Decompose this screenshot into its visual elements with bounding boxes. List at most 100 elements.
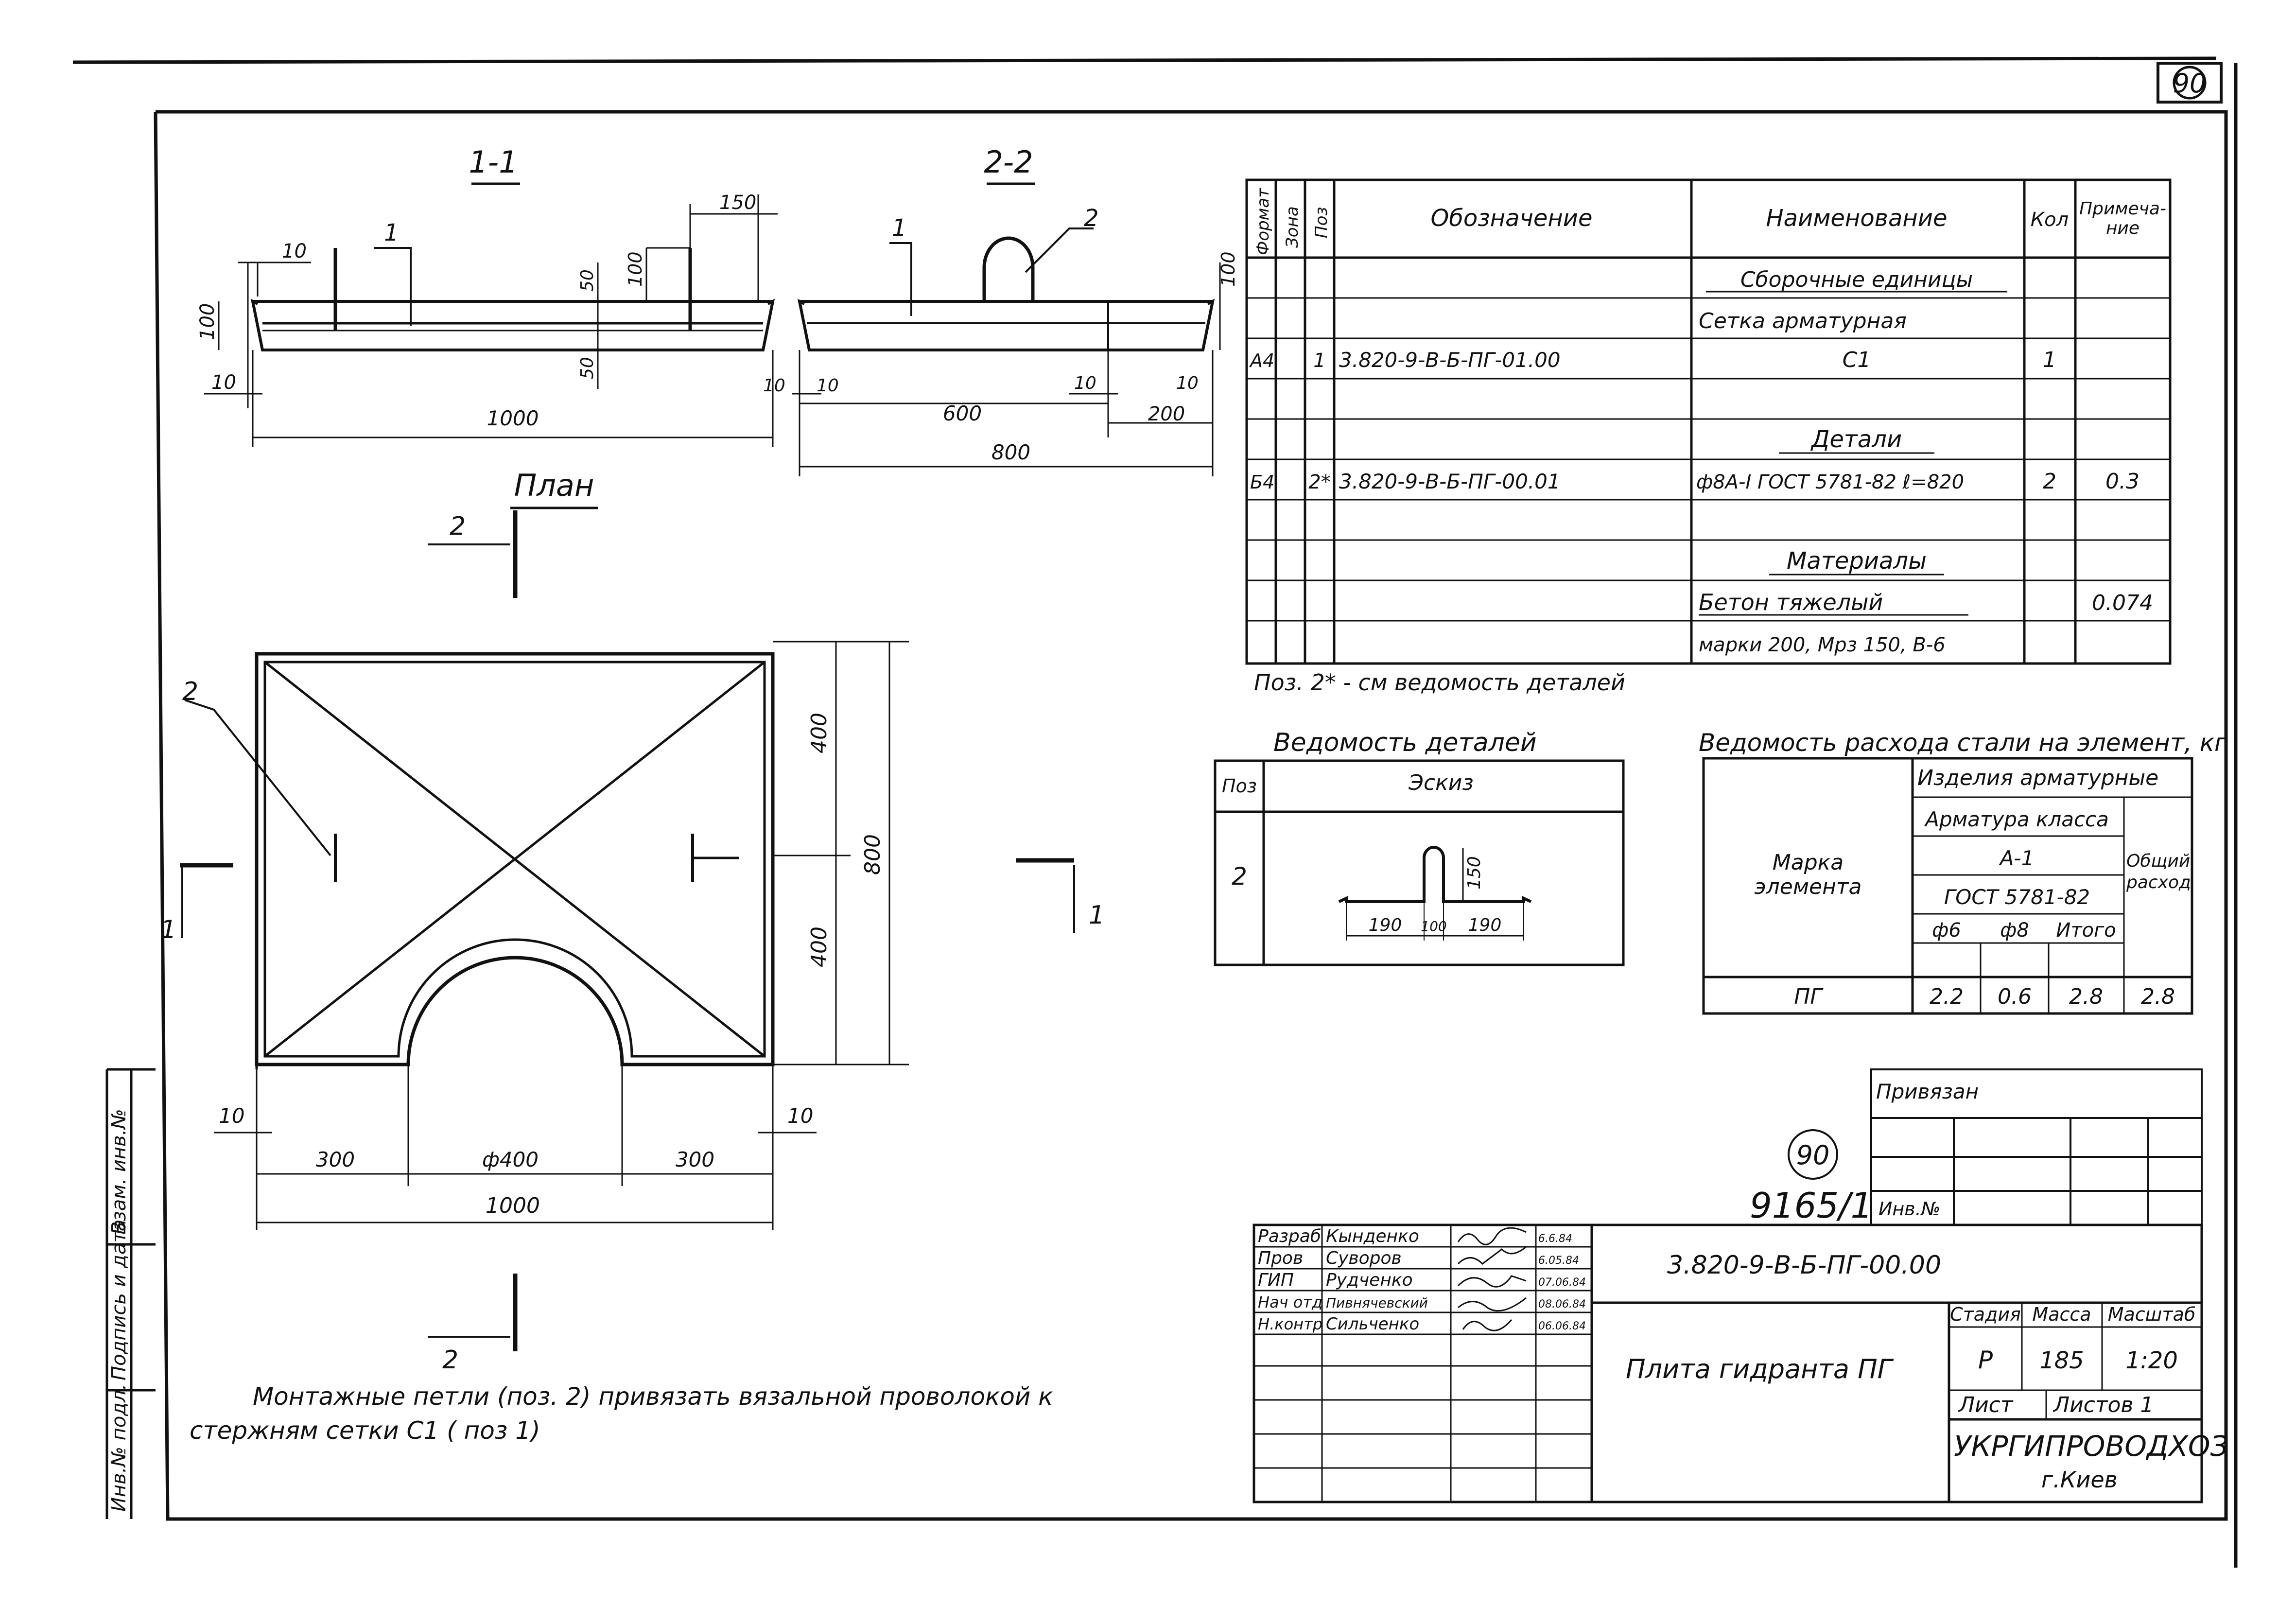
- spec-r8-name: Бетон тяжелый: [1699, 589, 1883, 615]
- s1-dim-10b: 10: [211, 371, 236, 394]
- steel-row-total: 2.8: [2069, 984, 2103, 1009]
- s2-pos1: 1: [892, 214, 907, 242]
- spec-r7-name: Материалы: [1787, 547, 1927, 575]
- spec-r4-name: Детали: [1810, 426, 1902, 453]
- section-1-1-title: 1-1: [469, 144, 518, 180]
- plan-dim-300a: 300: [316, 1148, 355, 1171]
- sheet-number-box: 90: [2157, 62, 2223, 104]
- plan-cut1-right: 1: [1089, 901, 1105, 930]
- steel-h-a1: А-1: [1999, 846, 2035, 870]
- s1-dim-100b: 100: [625, 251, 646, 287]
- plan-title: План: [514, 468, 594, 503]
- tb-h-mass: Масса: [2032, 1304, 2091, 1325]
- signer0-name: Кынденко: [1326, 1226, 1419, 1246]
- spec-r2-qty: 1: [2043, 348, 2056, 372]
- stamp-inv: Инв.№: [1879, 1198, 1940, 1220]
- details-title: Ведомость деталей: [1273, 728, 1537, 757]
- s2-pos2: 2: [1084, 205, 1099, 232]
- steel-h-class: Арматура класса: [1924, 807, 2109, 831]
- spec-r5-pos: 2*: [1308, 471, 1330, 493]
- steel-h-products: Изделия арматурные: [1917, 766, 2158, 790]
- signer2-name: Рудченко: [1326, 1270, 1413, 1290]
- plan-dim-800: 800: [860, 834, 885, 875]
- details-dim-150: 150: [1464, 856, 1484, 890]
- spec-r2-name: С1: [1843, 348, 1871, 372]
- s1-dim-1000: 1000: [487, 406, 539, 430]
- spec-r5-name: ф8А-I ГОСТ 5781-82 ℓ=820: [1696, 471, 1964, 493]
- steel-h-general: Общий расход: [2126, 851, 2190, 892]
- steel-h-total: Итого: [2056, 919, 2116, 942]
- steel-h-d8: ф8: [2000, 919, 2029, 942]
- s2-dim-10d: 10: [1176, 373, 1199, 393]
- sheet-frame: [72, 56, 2238, 1568]
- steel-h-mark: Марка элемента: [1754, 851, 1862, 899]
- spec-h-zone: Зона: [1283, 206, 1302, 248]
- tb-name: Плита гидранта ПГ: [1626, 1354, 1894, 1384]
- side-stamp: [105, 1068, 156, 1519]
- spec-r9-name: марки 200, Мрз 150, В-6: [1699, 634, 1946, 656]
- plan-cut2-bottom: 2: [442, 1345, 458, 1375]
- signer1-role: Пров: [1258, 1248, 1303, 1268]
- signer1-name: Суворов: [1326, 1248, 1402, 1268]
- section-1-1: 1-1 1 10 100 10 1000 150 100 50: [196, 144, 778, 447]
- details-dim-190b: 190: [1468, 915, 1502, 935]
- signer3-role: Нач отд: [1258, 1293, 1322, 1311]
- steel-row-d8: 0.6: [1998, 984, 2032, 1009]
- plan-cut2-top: 2: [450, 512, 466, 541]
- plan-dim-1000: 1000: [486, 1193, 540, 1218]
- note-line2: стержням сетки С1 ( поз 1): [190, 1416, 540, 1445]
- signer3-date: 08.06.84: [1538, 1298, 1586, 1310]
- section-2-2: 2-2 1 2 100 10 10 600 10 10 200 800: [763, 144, 1239, 476]
- steel-row-d6: 2.2: [1930, 984, 1964, 1009]
- spec-h-pos: Поз: [1312, 207, 1331, 238]
- s1-pos1: 1: [384, 219, 399, 246]
- s2-dim-10a: 10: [763, 376, 785, 396]
- title-block: Разраб Кынденко 6.6.84 Пров Суворов 6.05…: [1252, 1223, 2228, 1503]
- s2-dim-10b: 10: [817, 376, 839, 396]
- s2-dim-200: 200: [1148, 403, 1185, 425]
- tb-org: УКРГИПРОВОДХОЗ: [1954, 1430, 2228, 1463]
- plan-view: План 2 2 1 1 2 400 400: [160, 468, 1105, 1375]
- spec-h-qty: Кол: [2031, 209, 2069, 231]
- tb-sheet: Лист: [1958, 1393, 2014, 1417]
- tb-stage: Р: [1978, 1346, 1993, 1374]
- s2-dim-600: 600: [943, 402, 982, 425]
- steel-h-gost: ГОСТ 5781-82: [1944, 885, 2090, 909]
- s1-dim-50b: 50: [577, 357, 597, 379]
- details-schedule: Ведомость деталей Поз Эскиз 2 190 100 19…: [1214, 728, 1625, 966]
- signature-scribbles: [1457, 1227, 1527, 1331]
- spec-r2-pos: 1: [1313, 349, 1325, 372]
- stamp-number: 9165/1: [1750, 1185, 1873, 1226]
- sheet-number: 90: [2173, 68, 2207, 99]
- s2-dim-100: 100: [1218, 251, 1239, 287]
- spec-h-note: Примеча-ние: [2079, 199, 2166, 238]
- spec-h-format: Формат: [1253, 188, 1273, 255]
- s1-dim-50a: 50: [577, 269, 597, 292]
- plan-dim-400b: 400: [807, 926, 832, 967]
- details-h-pos: Поз: [1222, 775, 1257, 797]
- spec-r2-designation: 3.820-9-В-Б-ПГ-01.00: [1339, 348, 1561, 372]
- side-label-replace: Взам. инв.№: [108, 1109, 130, 1235]
- steel-h-d6: ф6: [1932, 919, 1961, 942]
- spec-r5-note: 0.3: [2105, 469, 2139, 494]
- spec-r5-designation: 3.820-9-В-Б-ПГ-00.01: [1339, 470, 1561, 493]
- steel-table: Ведомость расхода стали на элемент, кг И…: [1699, 729, 2227, 1015]
- spec-r5-format: Б4: [1250, 472, 1274, 493]
- tb-h-stage: Стадия: [1950, 1304, 2021, 1325]
- tb-city: г.Киев: [2041, 1467, 2118, 1493]
- spec-table: Формат Зона Поз Обозначение Наименование…: [1245, 178, 2172, 696]
- details-h-sketch: Эскиз: [1408, 770, 1473, 795]
- spec-r5-qty: 2: [2043, 469, 2056, 494]
- spec-h-designation: Обозначение: [1430, 205, 1592, 232]
- section-2-2-title: 2-2: [984, 144, 1033, 180]
- details-dim-190a: 190: [1369, 915, 1402, 935]
- plan-dim-400a: 400: [807, 713, 832, 753]
- side-label-inv: Инв.№ подл.: [108, 1384, 130, 1512]
- s1-dim-100: 100: [196, 303, 219, 340]
- signer2-date: 07.06.84: [1538, 1276, 1586, 1289]
- signer0-role: Разраб: [1258, 1226, 1321, 1246]
- spec-r2-format: А4: [1249, 350, 1274, 371]
- s1-dim-10a: 10: [282, 240, 307, 262]
- plan-dim-10b: 10: [787, 1104, 813, 1128]
